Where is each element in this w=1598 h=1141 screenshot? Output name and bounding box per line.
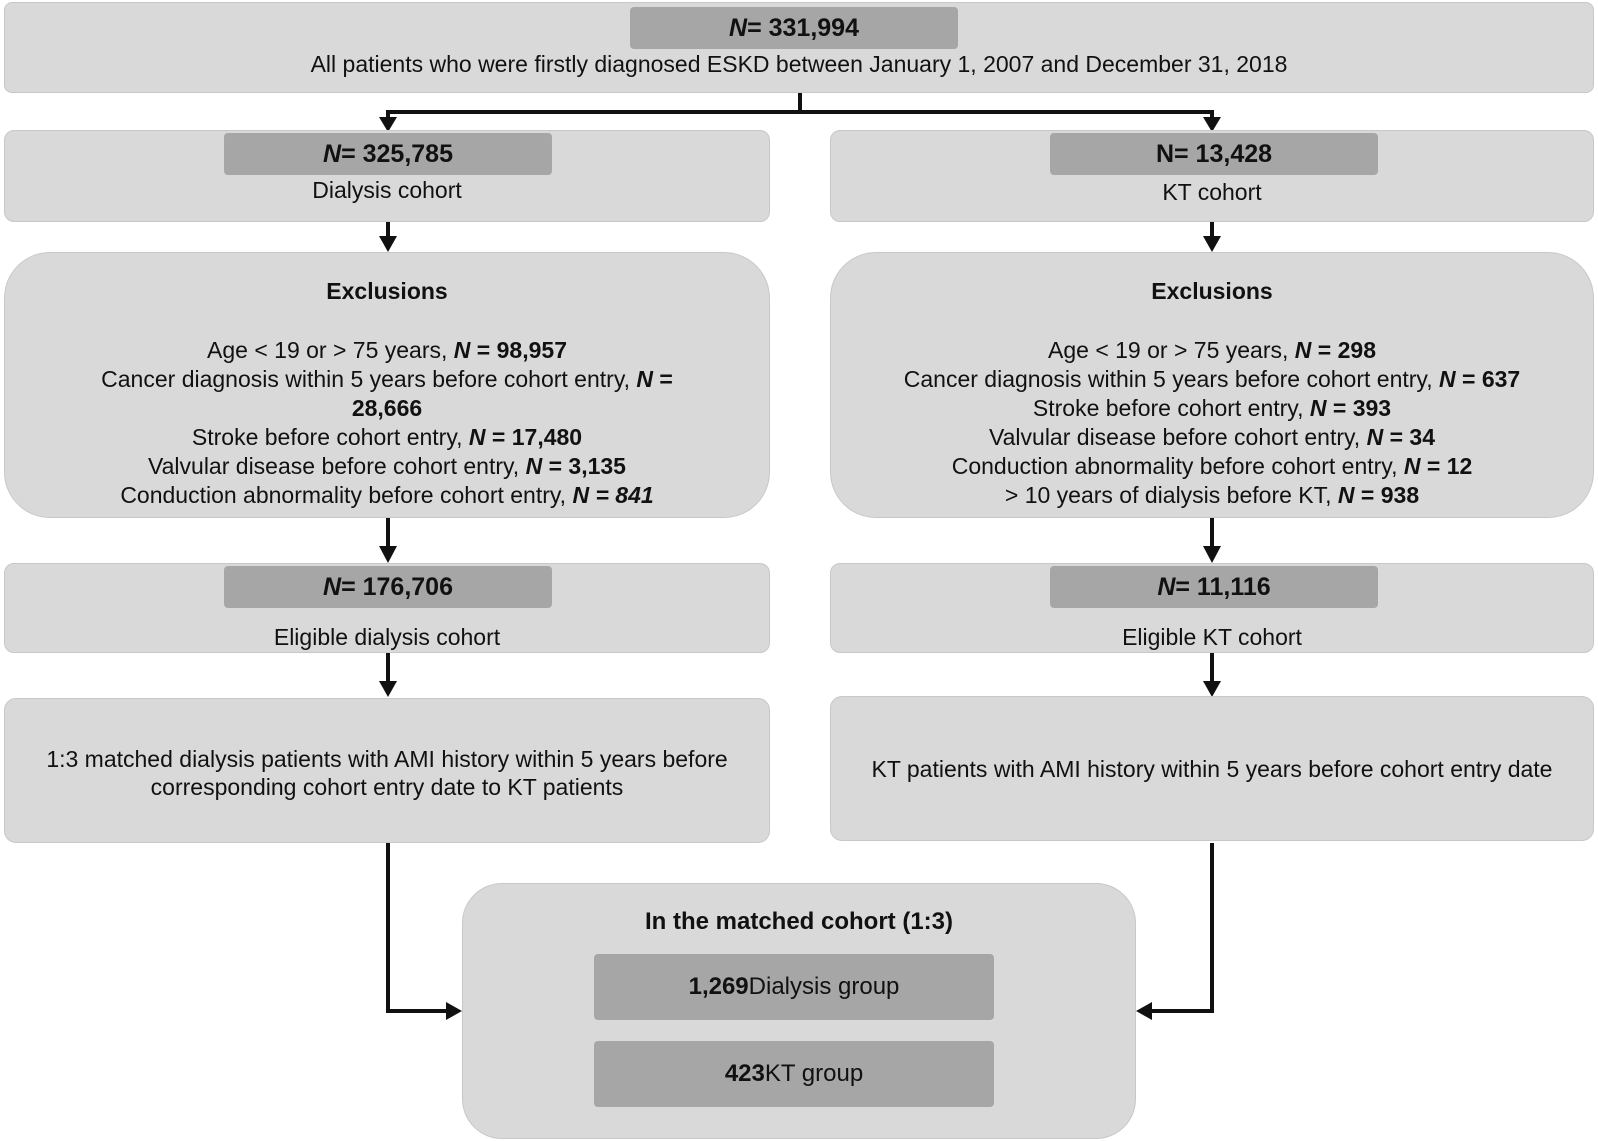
exclusion-item: > 10 years of dialysis before KT, N = 93… — [1004, 482, 1420, 508]
exclusion-item-continued: 28,666 — [351, 395, 423, 421]
exclusion-item: Valvular disease before cohort entry, N … — [989, 424, 1435, 450]
exclusion-item: Conduction abnormality before cohort ent… — [120, 482, 654, 508]
dialysis-count-badge: N = 325,785 — [224, 133, 552, 175]
eligible-dialysis-box: N = 176,706 Eligible dialysis cohort — [4, 563, 770, 653]
dialysis-exclusions-box: Exclusions Age < 19 or > 75 years, N = 9… — [4, 252, 770, 518]
matched-dialysis-text: 1:3 matched dialysis patients with AMI h… — [46, 746, 728, 800]
exclusion-item: Cancer diagnosis within 5 years before c… — [903, 366, 1521, 392]
arrowhead — [1203, 681, 1221, 697]
arrowhead — [1136, 1002, 1152, 1020]
arrowhead — [1203, 546, 1221, 563]
all-patients-count-badge: N = 331,994 — [630, 7, 958, 49]
arrowhead — [1203, 236, 1221, 252]
eligible-kt-box: N = 11,116 Eligible KT cohort — [830, 563, 1594, 653]
matched-kt-text: KT patients with AMI history within 5 ye… — [871, 756, 1553, 782]
kt-cohort-box: N = 13,428 KT cohort — [830, 130, 1594, 222]
all-patients-label: All patients who were firstly diagnosed … — [310, 51, 1288, 77]
dialysis-cohort-label: Dialysis cohort — [312, 177, 462, 203]
eligible-dialysis-count-badge: N = 176,706 — [224, 566, 552, 608]
kt-exclusions-title: Exclusions — [1151, 278, 1273, 304]
arrowhead — [379, 681, 397, 697]
eligible-kt-label: Eligible KT cohort — [1122, 624, 1302, 650]
arrow-dialysis-to-final — [386, 843, 450, 1013]
matched-cohort-title: In the matched cohort (1:3) — [644, 908, 954, 935]
kt-cohort-label: KT cohort — [1162, 179, 1262, 205]
kt-count-badge: N = 13,428 — [1050, 133, 1378, 175]
exclusion-item: Cancer diagnosis within 5 years before c… — [101, 366, 673, 392]
arrowhead — [379, 117, 397, 132]
eligible-dialysis-label: Eligible dialysis cohort — [273, 624, 501, 650]
arrowhead — [446, 1002, 462, 1020]
kt-exclusions-box: Exclusions Age < 19 or > 75 years, N = 2… — [830, 252, 1594, 518]
dialysis-exclusions-list: Age < 19 or > 75 years, N = 98,957 Cance… — [5, 336, 769, 510]
arrowhead — [379, 236, 397, 252]
dialysis-group-badge: 1,269 Dialysis group — [594, 954, 994, 1020]
arrow-kt-to-final — [1148, 843, 1214, 1013]
dialysis-exclusions-title: Exclusions — [326, 278, 448, 304]
eligible-kt-count-badge: N = 11,116 — [1050, 566, 1378, 608]
split-connector — [386, 92, 802, 120]
dialysis-cohort-box: N = 325,785 Dialysis cohort — [4, 130, 770, 222]
exclusion-item: Age < 19 or > 75 years, N = 298 — [1048, 337, 1376, 363]
split-connector-right — [800, 110, 1214, 120]
exclusion-item: Stroke before cohort entry, N = 17,480 — [191, 424, 583, 450]
matched-kt-box: KT patients with AMI history within 5 ye… — [830, 696, 1594, 841]
exclusion-item: Conduction abnormality before cohort ent… — [951, 453, 1473, 479]
all-patients-box: N = 331,994 All patients who were firstl… — [4, 2, 1594, 93]
matched-dialysis-box: 1:3 matched dialysis patients with AMI h… — [4, 698, 770, 843]
arrowhead — [379, 546, 397, 563]
exclusion-item: Stroke before cohort entry, N = 393 — [1032, 395, 1392, 421]
kt-exclusions-list: Age < 19 or > 75 years, N = 298 Cancer d… — [831, 336, 1593, 510]
exclusion-item: Age < 19 or > 75 years, N = 98,957 — [207, 337, 567, 363]
kt-group-badge: 423 KT group — [594, 1041, 994, 1107]
matched-cohort-box: In the matched cohort (1:3) 1,269 Dialys… — [462, 883, 1136, 1139]
arrowhead — [1203, 117, 1221, 132]
exclusion-item: Valvular disease before cohort entry, N … — [148, 453, 626, 479]
